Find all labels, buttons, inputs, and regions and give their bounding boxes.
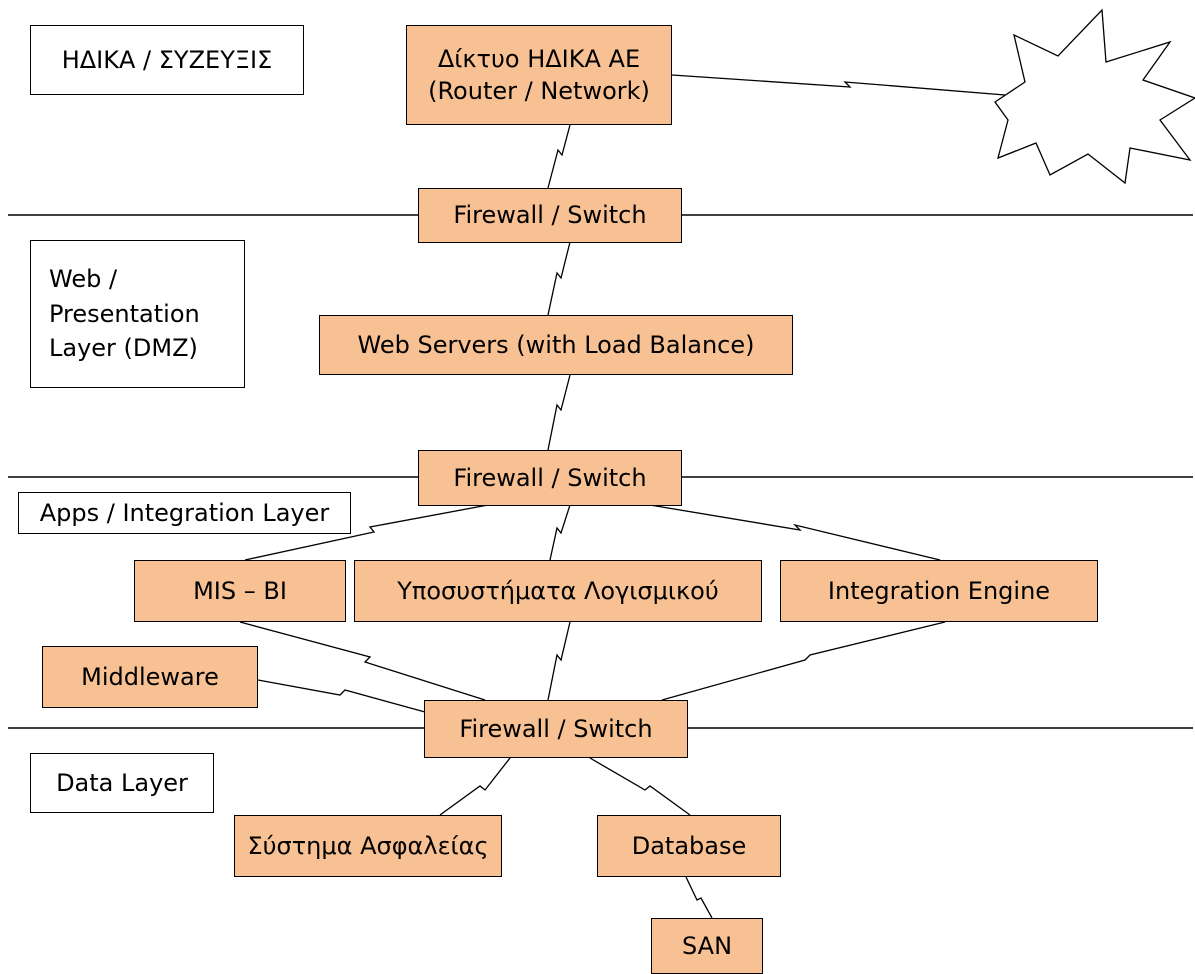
link-database-to-san	[685, 876, 713, 919]
link-mis-to-fw3	[239, 621, 486, 701]
link-subsystems-to-fw3	[547, 621, 571, 701]
link-middleware-to-fw3	[257, 679, 426, 713]
layer-label-ext: ΗΔΙΚΑ / ΣΥΖΕΥΞΙΣ	[30, 25, 304, 95]
link-fw2-to-subsystems	[549, 504, 571, 561]
web-servers-node: Web Servers (with Load Balance)	[319, 315, 793, 375]
firewall-switch-1: Firewall / Switch	[418, 188, 682, 243]
link-fw1-to-web	[547, 241, 571, 316]
link-integration-to-fw3	[661, 621, 946, 701]
link-fw2-to-mis	[244, 504, 489, 561]
layer-label-web: Web / Presentation Layer (DMZ)	[30, 240, 245, 388]
router-network-node: Δίκτυο ΗΔΙΚΑ ΑΕ (Router / Network)	[406, 25, 672, 125]
integration-engine-node: Integration Engine	[780, 560, 1098, 622]
middleware-node: Middleware	[42, 646, 258, 708]
firewall-switch-3: Firewall / Switch	[424, 700, 688, 758]
layer-label-data: Data Layer	[30, 753, 214, 813]
starburst-cloud-icon	[994, 8, 1195, 185]
link-router-to-fw1	[547, 124, 571, 189]
database-node: Database	[597, 815, 781, 877]
link-fw3-to-database	[589, 757, 691, 816]
software-subsystems-node: Υποσυστήματα Λογισμικού	[354, 560, 762, 622]
firewall-switch-2: Firewall / Switch	[418, 450, 682, 506]
security-system-node: Σύστημα Ασφαλείας	[234, 815, 502, 877]
link-fw2-to-integration	[649, 504, 941, 561]
link-web-to-fw2	[547, 374, 571, 451]
mis-bi-node: MIS – BI	[134, 560, 346, 622]
link-fw3-to-security	[439, 757, 511, 816]
link-router-to-internet	[671, 74, 1006, 96]
san-node: SAN	[651, 918, 763, 974]
layer-label-apps: Apps / Integration Layer	[18, 492, 351, 534]
